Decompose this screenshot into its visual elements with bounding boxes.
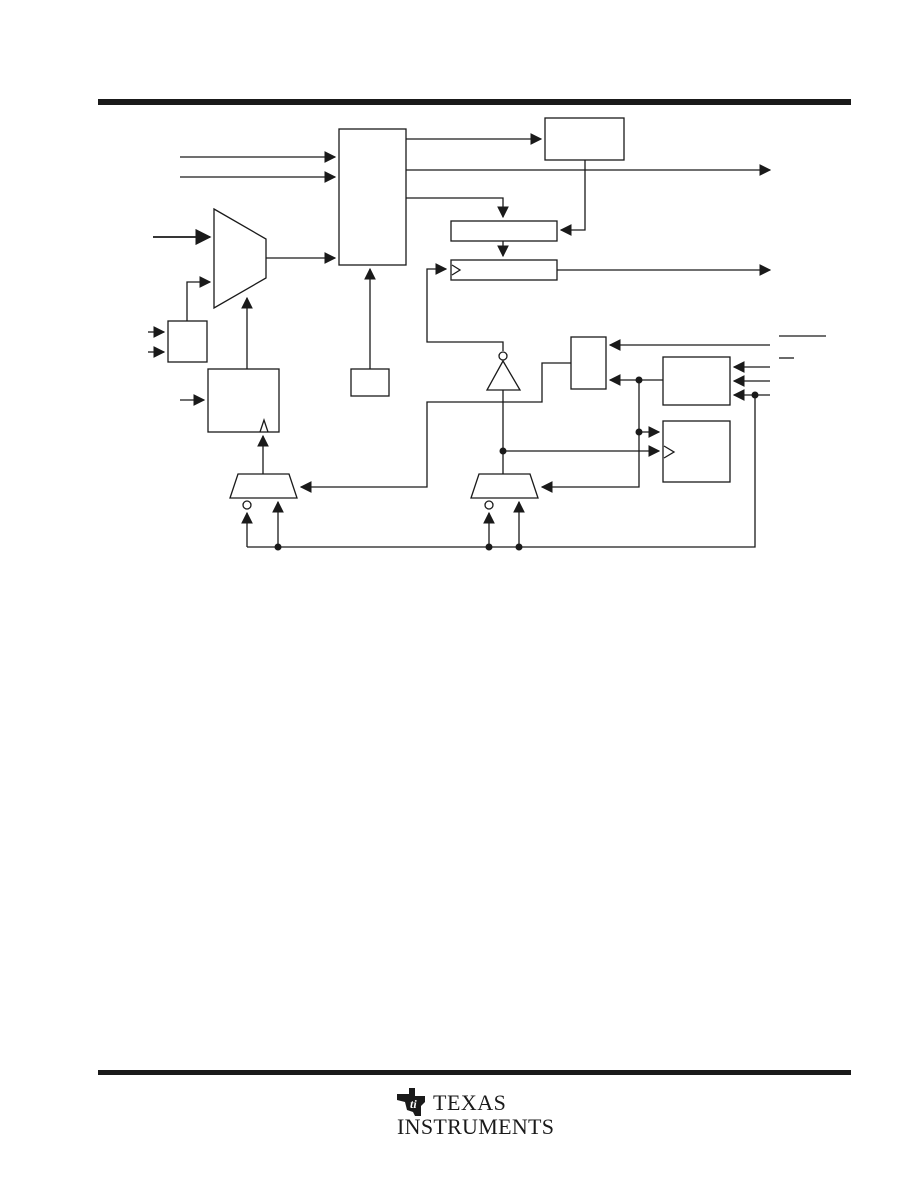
- small-logic-block: [167, 320, 208, 363]
- logo-text-instruments: INSTRUMENTS: [397, 1114, 555, 1139]
- clock-to-latch-line: [426, 263, 504, 351]
- control-block: [662, 356, 731, 406]
- output-latch-bar: [450, 259, 558, 281]
- ti-emblem-icon: ti: [397, 1088, 425, 1116]
- junction-dot: [499, 447, 507, 455]
- top-right-block: [544, 117, 625, 161]
- junction-dot: [274, 543, 282, 551]
- small-reference-block: [350, 368, 390, 397]
- input-multiplexer: [213, 207, 267, 310]
- register-to-bar-line: [406, 197, 509, 219]
- flip-flop-block: [662, 420, 731, 483]
- flip-flop-to-mux-line: [540, 432, 640, 493]
- junction-dot: [485, 543, 493, 551]
- flip-flop-clock-notch: [663, 445, 676, 459]
- junction-dot: [515, 543, 523, 551]
- texas-instruments-logo: ti TEXAS INSTRUMENTS: [395, 1086, 565, 1146]
- inverter-bubble: [498, 351, 508, 361]
- logic-to-mux-line: [186, 276, 212, 321]
- gate-block: [570, 336, 607, 390]
- control-to-flip-flop-line: [638, 380, 661, 438]
- right-lower-multiplexer: [470, 473, 539, 499]
- bottom-bus-line: [247, 395, 756, 548]
- block-to-bar-line: [559, 160, 586, 236]
- left-mux-select-bubble: [242, 500, 252, 510]
- junction-dot: [635, 428, 643, 436]
- junction-dot: [635, 376, 643, 384]
- logo-text-texas: TEXAS: [433, 1090, 507, 1115]
- counter-block: [207, 368, 280, 433]
- right-mux-select-bubble: [484, 500, 494, 510]
- left-lower-multiplexer: [229, 473, 298, 499]
- junction-dot: [751, 391, 759, 399]
- gate-to-left-mux-line: [299, 362, 571, 493]
- main-register-block: [338, 128, 407, 266]
- inverting-buffer: [485, 359, 522, 391]
- footer-rule: [98, 1070, 851, 1075]
- svg-text:ti: ti: [410, 1097, 417, 1111]
- middle-register-bar: [450, 220, 558, 242]
- latch-clock-notch: [451, 264, 462, 276]
- header-rule: [98, 99, 851, 105]
- counter-clock-notch: [259, 417, 269, 433]
